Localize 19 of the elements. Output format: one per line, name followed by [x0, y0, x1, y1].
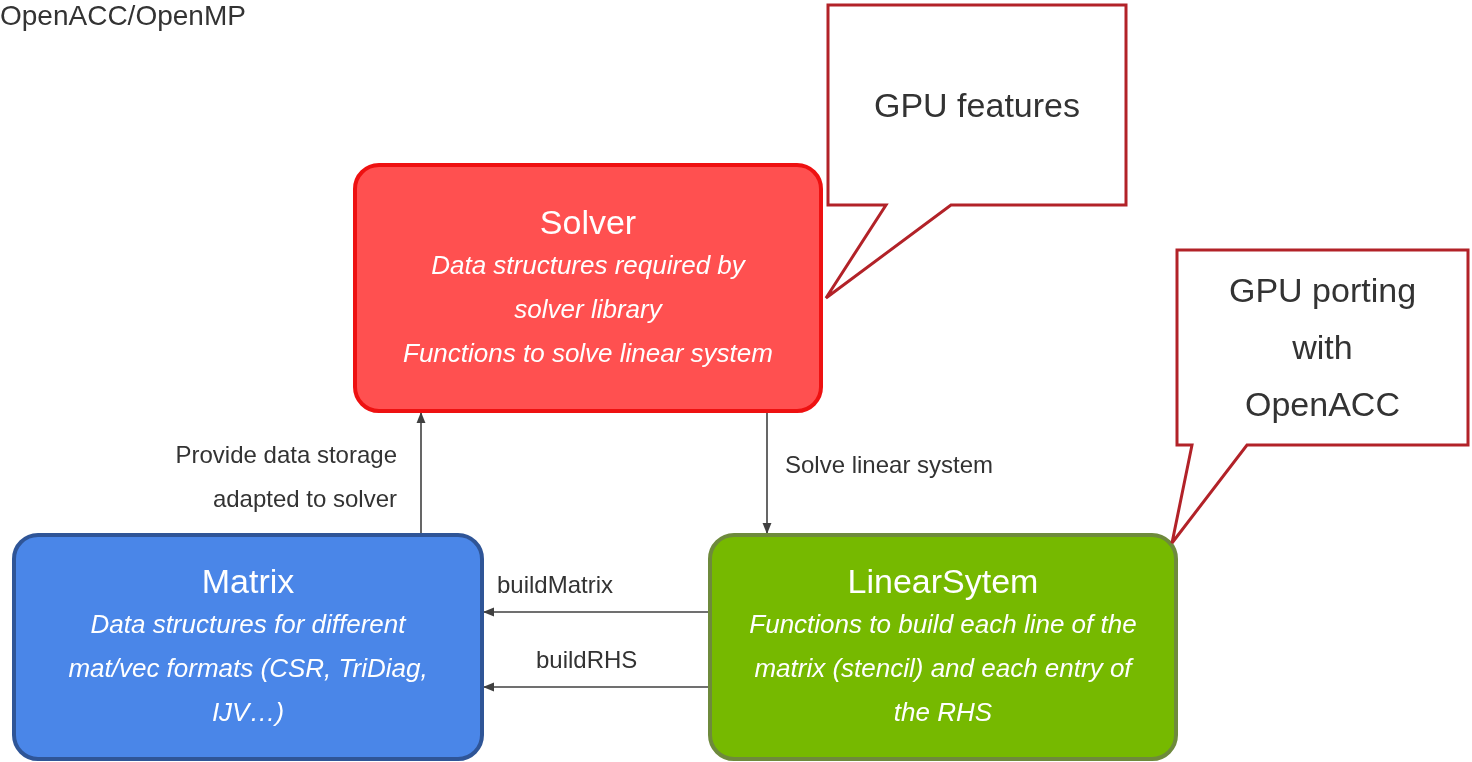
- box-description: Data structures required by solver library: [430, 249, 747, 326]
- box-description: Functions to solve linear system: [403, 337, 773, 370]
- callout: [1170, 250, 1472, 545]
- box-title: Matrix: [201, 561, 295, 602]
- box-description: Data structures for different mat/vec formats (CSR, TriDiag, IJV…): [67, 608, 429, 729]
- arrow: [416, 411, 426, 534]
- title: OpenACC/OpenMP: [0, 0, 246, 32]
- process-box: [12, 533, 484, 761]
- arrow: [482, 682, 709, 692]
- box-title: Solver: [539, 202, 637, 243]
- box-title: LinearSytem: [847, 561, 1039, 602]
- callout: [826, 5, 1128, 300]
- box-description: Functions to build each line of the matrix (stencil) and each entry of the RHS: [748, 608, 1138, 729]
- arrow: [482, 607, 709, 617]
- callout-text: GPU porting with OpenACC: [1227, 270, 1418, 425]
- process-box: [353, 163, 823, 413]
- arrow: [762, 412, 772, 535]
- callout-text: GPU features: [874, 84, 1080, 126]
- process-box: [708, 533, 1178, 761]
